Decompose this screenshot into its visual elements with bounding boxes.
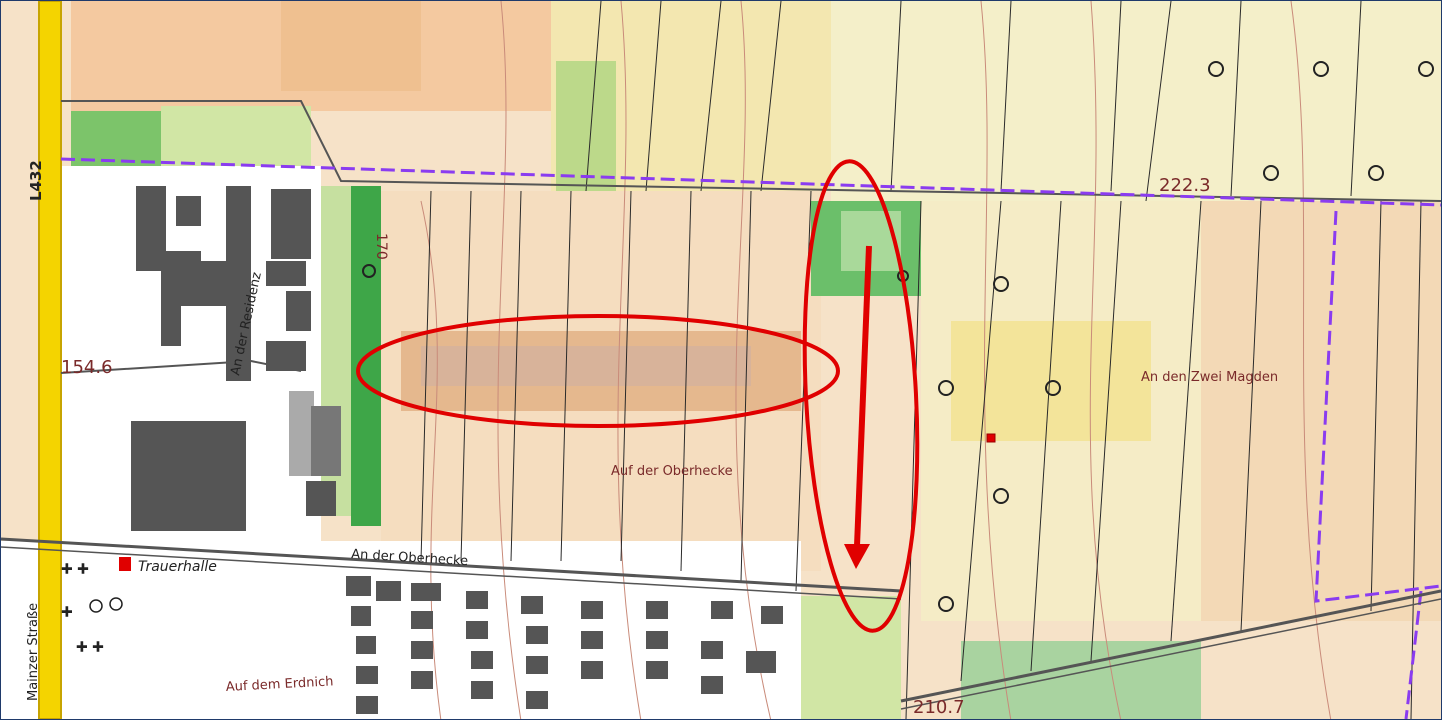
svg-text:+: +: [61, 604, 73, 620]
building-residenz: [136, 186, 251, 381]
annotations: [356, 159, 996, 633]
place-label-erdnich: Auf dem Erdnich: [225, 674, 333, 695]
contour-lines: [420, 1, 1332, 719]
cemetery-symbols: + + + + +: [60, 560, 123, 656]
road-l432: [38, 1, 62, 719]
road-southeast: [900, 589, 1441, 703]
elevation-label-1: 154.6: [61, 357, 113, 378]
trauerhalle-marker: [119, 557, 131, 571]
street-label-oberhecke: An der Oberhecke: [351, 547, 469, 569]
road-label-l432: L432: [27, 160, 45, 201]
place-label-oberhecke: Auf der Oberhecke: [611, 464, 733, 479]
buildings: [131, 186, 783, 714]
flow-arrow-head: [844, 544, 870, 569]
building-hall: [131, 421, 246, 531]
flow-arrow-shaft: [854, 245, 872, 547]
green-patch: [71, 111, 161, 166]
annotation-ellipse-horizontal: [356, 314, 840, 428]
street-label-mainzer: Mainzer Straße: [26, 603, 41, 701]
elevation-label-3: 222.3: [1159, 175, 1211, 196]
elevation-label-2: 170: [373, 233, 389, 260]
field-top-right: [831, 1, 1441, 201]
svg-text:+ +: + +: [61, 561, 89, 577]
annotation-ellipse-vertical: [802, 159, 920, 633]
place-label-trauerhalle: Trauerhalle: [138, 559, 217, 575]
orchard-symbols: [362, 61, 1434, 612]
place-label-zwei-magden: An den Zwei Magden: [1141, 370, 1278, 385]
svg-text:+ +: + +: [76, 639, 104, 655]
municipal-boundary: [60, 157, 1441, 207]
elevation-label-4: 210.7: [913, 697, 965, 718]
road-oberhecke: [1, 537, 902, 593]
